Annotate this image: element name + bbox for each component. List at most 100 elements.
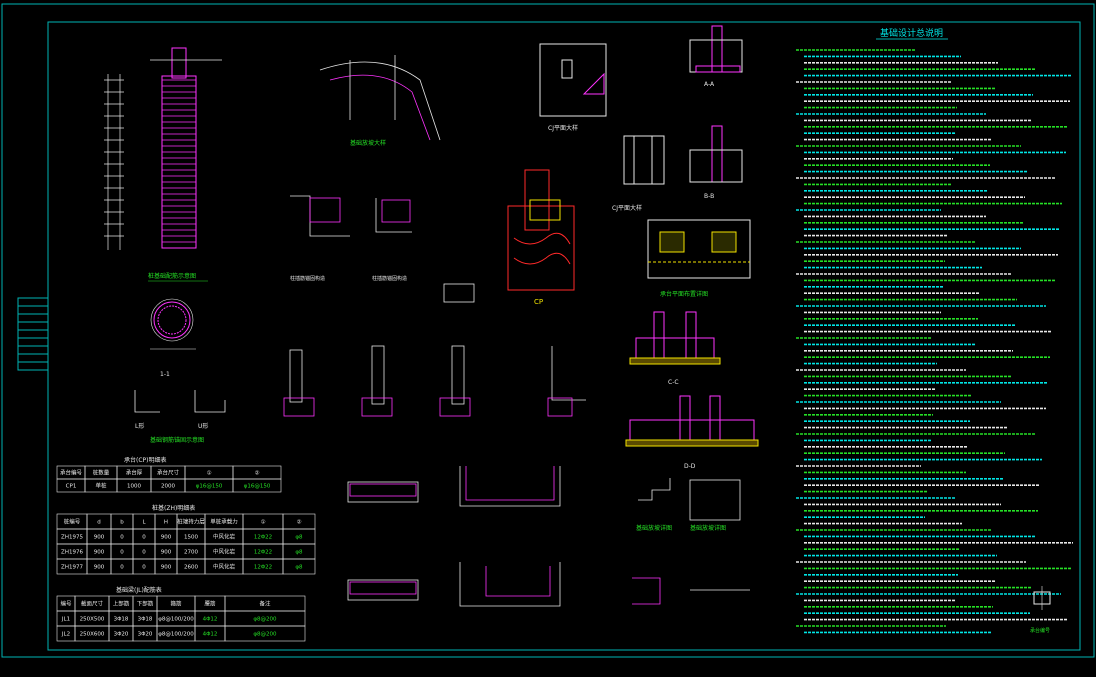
table-cell: 1000 bbox=[127, 483, 141, 489]
table-header-cell: 备注 bbox=[259, 599, 271, 607]
table-cell: 0 bbox=[120, 564, 124, 570]
table-cell: 2000 bbox=[161, 483, 175, 489]
table-header-cell: ① bbox=[207, 470, 212, 476]
table-cell: φ8 bbox=[295, 549, 303, 555]
drawing-frame bbox=[1, 3, 1095, 658]
table-header-cell: ① bbox=[261, 519, 266, 525]
table-cell: 0 bbox=[120, 549, 124, 555]
svg-text:C-C: C-C bbox=[668, 379, 679, 386]
svg-text:基础放坡详图: 基础放坡详图 bbox=[636, 524, 672, 532]
table-cell: φ8 bbox=[295, 564, 303, 570]
table-cell: 4Φ12 bbox=[203, 616, 218, 622]
table-header-cell: b bbox=[120, 519, 124, 525]
table-header-cell: 编号 bbox=[60, 599, 72, 607]
svg-text:桩基础配筋示意图: 桩基础配筋示意图 bbox=[148, 272, 196, 280]
table-header-cell: d bbox=[97, 519, 101, 525]
table-cell: 0 bbox=[142, 549, 146, 555]
svg-text:基础放坡详图: 基础放坡详图 bbox=[690, 524, 726, 532]
svg-text:承台编号: 承台编号 bbox=[1030, 627, 1050, 634]
cap-section-cc: C-C bbox=[629, 311, 721, 386]
left-title-strip bbox=[17, 297, 49, 371]
mid-details: 柱插筋锚固构造 柱插筋锚固构造 bbox=[290, 195, 475, 303]
hook-details: L形 U形 基础钢筋锚固示意图 bbox=[134, 390, 226, 444]
svg-text:基础设计总说明: 基础设计总说明 bbox=[880, 27, 943, 39]
table-cell: 250X600 bbox=[80, 631, 105, 637]
table-cell: 0 bbox=[142, 534, 146, 540]
table-cell: 0 bbox=[120, 534, 124, 540]
table-cell: ZH1977 bbox=[61, 564, 83, 570]
table-header-cell: ② bbox=[297, 518, 302, 525]
svg-text:D-D: D-D bbox=[684, 463, 696, 470]
table-header-cell: 单桩承载力 bbox=[210, 517, 238, 525]
table-cell: 12Φ22 bbox=[254, 564, 272, 570]
notes-panel: 基础设计总说明 bbox=[796, 27, 1073, 634]
table-header-cell: H bbox=[164, 519, 168, 525]
svg-text:B-B: B-B bbox=[704, 193, 714, 200]
table-cell: 900 bbox=[161, 549, 172, 555]
table-cell: 中风化岩 bbox=[213, 547, 236, 555]
table-cell: 中风化岩 bbox=[213, 562, 236, 570]
table-cell: 900 bbox=[94, 564, 105, 570]
table-header-cell: 承台厚 bbox=[126, 468, 143, 476]
pit-section-cp: CP bbox=[507, 169, 575, 306]
table-cell: 250X500 bbox=[80, 616, 105, 622]
table-cell: φ8 bbox=[295, 534, 303, 540]
table-cell: JL2 bbox=[61, 631, 70, 637]
table-header-cell: 桩端持力层 bbox=[177, 517, 205, 525]
table-header-cell: 下部筋 bbox=[137, 599, 154, 607]
table-cell: 900 bbox=[161, 534, 172, 540]
table-cell: φ8@200 bbox=[253, 616, 277, 622]
pile-elevation: 桩基础配筋示意图 bbox=[104, 47, 222, 282]
table-cell: CP1 bbox=[66, 483, 77, 489]
svg-text:A-A: A-A bbox=[704, 81, 715, 88]
table-header-cell: 桩编号 bbox=[64, 517, 81, 525]
table-cell: 12Φ22 bbox=[254, 534, 272, 540]
cap-plan-top: CJ平面大样 bbox=[539, 43, 607, 132]
table-cell: ZH1976 bbox=[61, 549, 83, 555]
table-cell: 4Φ12 bbox=[203, 631, 218, 637]
svg-text:柱插筋锚固构造: 柱插筋锚固构造 bbox=[372, 275, 407, 282]
table-cell: 中风化岩 bbox=[213, 532, 236, 540]
cap-section-dd: D-D bbox=[625, 395, 759, 470]
table-cell: 12Φ22 bbox=[254, 549, 272, 555]
svg-text:桩基(ZH)明细表: 桩基(ZH)明细表 bbox=[152, 504, 195, 512]
table-cell: 2600 bbox=[184, 564, 198, 570]
svg-text:1-1: 1-1 bbox=[160, 371, 170, 378]
table-cell: 0 bbox=[142, 564, 146, 570]
table-cell: 1500 bbox=[184, 534, 198, 540]
table-cell: 3Φ18 bbox=[114, 616, 129, 622]
svg-text:CP: CP bbox=[534, 298, 543, 306]
table-cell: 3Φ20 bbox=[114, 631, 129, 637]
table-cell: φ16@150 bbox=[196, 483, 223, 489]
svg-text:承台(CP)明细表: 承台(CP)明细表 bbox=[124, 456, 167, 464]
svg-text:U形: U形 bbox=[198, 422, 208, 430]
table-header-cell: 承台编号 bbox=[60, 468, 83, 476]
pile-section-circle: 1-1 bbox=[150, 298, 196, 378]
table-cell: JL1 bbox=[61, 616, 70, 622]
slope-detail: 基础放坡大样 bbox=[319, 55, 441, 147]
table-cell: 2700 bbox=[184, 549, 198, 555]
table-cell: 900 bbox=[94, 534, 105, 540]
table-header-cell: 承台尺寸 bbox=[157, 468, 180, 476]
table-cell: φ16@150 bbox=[244, 483, 271, 489]
legend-cap: 承台编号 bbox=[1030, 586, 1051, 634]
table-cell: 900 bbox=[161, 564, 172, 570]
svg-text:基础钢筋锚固示意图: 基础钢筋锚固示意图 bbox=[150, 436, 204, 444]
cap-plan-second: CJ平面大样 承台平面布置详图 bbox=[612, 204, 751, 298]
table-header-cell: 上部筋 bbox=[113, 599, 130, 607]
table-cell: φ8@100/200 bbox=[158, 631, 194, 637]
table-header-cell: 箍筋 bbox=[170, 599, 182, 607]
table-header-cell: L bbox=[142, 519, 146, 525]
svg-text:承台平面布置详图: 承台平面布置详图 bbox=[660, 290, 708, 298]
svg-text:基础梁(JL)配筋表: 基础梁(JL)配筋表 bbox=[116, 586, 162, 594]
table-cell: φ8@100/200 bbox=[158, 616, 194, 622]
column-detail-top: A-A B-B bbox=[623, 25, 743, 200]
table-cell: 3Φ18 bbox=[138, 616, 153, 622]
svg-text:CJ平面大样: CJ平面大样 bbox=[612, 204, 642, 212]
table-cell: 单桩 bbox=[95, 481, 107, 489]
